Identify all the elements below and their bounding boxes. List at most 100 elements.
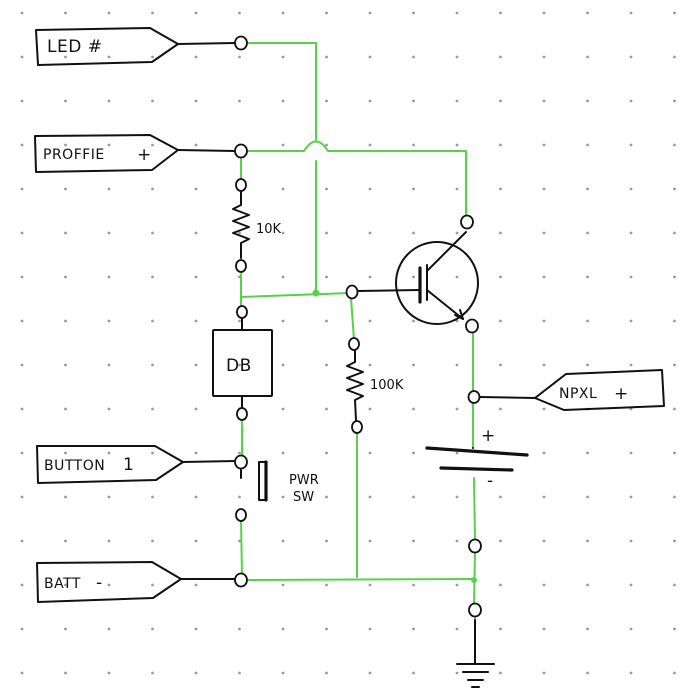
grid-dot bbox=[107, 495, 111, 499]
grid-dot bbox=[325, 363, 328, 367]
grid-dot bbox=[325, 55, 328, 59]
connector-button[interactable]: BUTTON 1 bbox=[36, 445, 237, 484]
grid-dot bbox=[412, 583, 415, 587]
grid-dot bbox=[20, 627, 24, 631]
grid-dot bbox=[238, 451, 241, 455]
grid-dot bbox=[151, 583, 154, 587]
switch-label-line2: SW bbox=[293, 490, 314, 505]
grid-dot bbox=[542, 363, 546, 367]
grid-dot bbox=[281, 363, 285, 367]
grid-dot bbox=[455, 671, 459, 675]
grid-dot bbox=[238, 627, 241, 631]
grid-dot bbox=[499, 627, 502, 631]
grid-dot bbox=[151, 275, 154, 279]
grid-dot bbox=[542, 451, 546, 455]
grid-dot bbox=[629, 627, 633, 631]
grid-dot bbox=[586, 187, 589, 191]
grid-dot bbox=[673, 671, 676, 675]
transistor-icon bbox=[395, 241, 479, 325]
grid-dot bbox=[629, 671, 633, 675]
pad-r1-bottom bbox=[235, 259, 247, 273]
grid-dot bbox=[455, 627, 459, 631]
grid-dot bbox=[673, 627, 676, 631]
grid-dot bbox=[194, 99, 198, 103]
grid-dot bbox=[455, 231, 459, 235]
grid-dot bbox=[194, 627, 198, 631]
grid-dot bbox=[281, 495, 285, 499]
pad-led bbox=[234, 35, 248, 51]
grid-dot bbox=[499, 55, 502, 59]
npxl-label: NPXL bbox=[559, 386, 597, 402]
connector-proffie[interactable]: PROFFIE + bbox=[34, 134, 236, 173]
grid-dot bbox=[325, 143, 328, 147]
grid-dot bbox=[281, 451, 285, 455]
grid-dot bbox=[499, 187, 502, 191]
grid-dot bbox=[499, 583, 502, 587]
grid-dot bbox=[238, 319, 241, 323]
connector-batt[interactable]: BATT - bbox=[36, 561, 237, 603]
grid-dot bbox=[64, 275, 67, 279]
grid-dot bbox=[20, 11, 24, 15]
grid-dot bbox=[455, 187, 459, 191]
grid-dot bbox=[238, 539, 241, 543]
grid-dot bbox=[586, 55, 589, 59]
grid-dot bbox=[281, 407, 285, 411]
grid-dot bbox=[368, 363, 372, 367]
grid-dot bbox=[238, 495, 241, 499]
pad-ground bbox=[468, 602, 482, 618]
grid-dot bbox=[64, 143, 67, 147]
grid-dot bbox=[673, 55, 676, 59]
grid-dot bbox=[194, 319, 198, 323]
grid-dot bbox=[107, 627, 111, 631]
grid-dot bbox=[542, 495, 546, 499]
led-label: LED # bbox=[47, 37, 102, 57]
grid-dot bbox=[194, 363, 198, 367]
grid-dot bbox=[412, 55, 415, 59]
pad-npxl bbox=[467, 390, 481, 404]
grid-dot bbox=[151, 231, 154, 235]
resistor-icon bbox=[232, 191, 250, 259]
grid-dot bbox=[107, 451, 111, 455]
grid-dot bbox=[586, 275, 589, 279]
grid-dot bbox=[64, 187, 67, 191]
pad-batt bbox=[234, 572, 248, 588]
switch-label-line1: PWR bbox=[289, 473, 319, 488]
grid-dot bbox=[673, 11, 676, 15]
grid-dot bbox=[281, 319, 285, 323]
grid-dot bbox=[325, 539, 328, 543]
grid-dot bbox=[586, 671, 589, 675]
grid-dot bbox=[325, 407, 328, 411]
debounce-box: DB bbox=[212, 317, 273, 409]
grid-dot bbox=[194, 11, 198, 15]
power-switch: PWR SW bbox=[240, 460, 319, 505]
grid-dot bbox=[629, 539, 633, 543]
grid-dot bbox=[107, 187, 111, 191]
grid-dot bbox=[368, 495, 372, 499]
grid-dot bbox=[455, 451, 459, 455]
grid-dot bbox=[64, 583, 67, 587]
grid-dot bbox=[64, 231, 67, 235]
connector-led[interactable]: LED # bbox=[35, 27, 236, 66]
grid-dot bbox=[325, 11, 328, 15]
grid-dot bbox=[542, 11, 546, 15]
grid-dot bbox=[412, 99, 415, 103]
grid-dot bbox=[586, 143, 589, 147]
grid-dot bbox=[673, 143, 676, 147]
grid-dot bbox=[194, 495, 198, 499]
grid-dot bbox=[151, 187, 154, 191]
grid-dot bbox=[281, 143, 285, 147]
battery-icon bbox=[425, 446, 529, 457]
grid-dot bbox=[107, 99, 111, 103]
grid-dot bbox=[107, 275, 111, 279]
grid-dot bbox=[542, 99, 546, 103]
ground bbox=[456, 619, 495, 688]
grid-dot bbox=[368, 187, 372, 191]
grid-dot bbox=[151, 319, 154, 323]
grid-dot bbox=[586, 583, 589, 587]
pad-collector bbox=[460, 214, 474, 230]
connector-npxl[interactable]: NPXL + bbox=[479, 369, 665, 411]
grid-dot bbox=[107, 671, 111, 675]
grid-dot bbox=[542, 275, 546, 279]
grid-dot bbox=[281, 231, 285, 235]
